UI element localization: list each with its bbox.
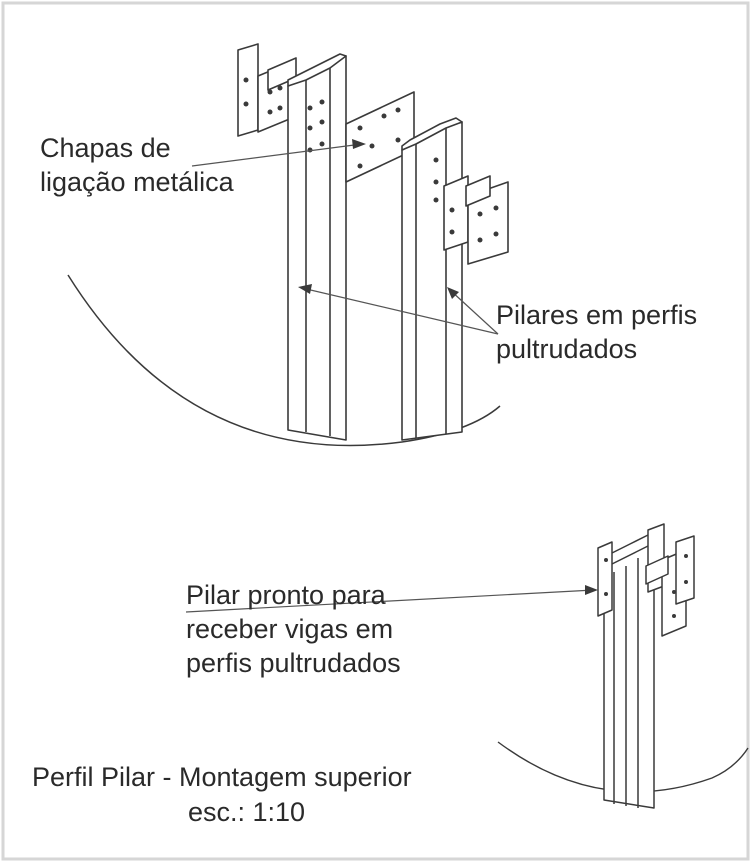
- label-line: Pilar pronto para: [186, 580, 386, 610]
- connection-plate-left: [237, 43, 297, 137]
- label-line: receber vigas em: [186, 614, 394, 644]
- detail-circle-1: [67, 274, 501, 447]
- leader-lines-2: [185, 585, 598, 613]
- column-profile-left: [287, 53, 347, 441]
- connection-plate-right: [443, 175, 509, 265]
- label-columns: Pilares em perfis pultrudados: [496, 298, 697, 366]
- detail-1: [67, 43, 509, 447]
- label-line: pultrudados: [496, 334, 638, 364]
- caption-scale: esc.: 1:10: [188, 797, 306, 827]
- column-profile-right: [401, 117, 463, 441]
- caption-title: Perfil Pilar - Montagem superior: [32, 762, 412, 792]
- label-line: ligação metálica: [40, 167, 234, 197]
- label-connection-plates: Chapas de ligação metálica: [40, 131, 234, 199]
- label-ready-column: Pilar pronto para receber vigas em perfi…: [186, 578, 401, 680]
- leader-lines-1: [191, 139, 499, 335]
- column-profile-small: [603, 533, 661, 809]
- label-line: Chapas de: [40, 133, 171, 163]
- detail-circle-2: [497, 741, 749, 793]
- small-plates: [597, 523, 695, 637]
- label-line: Pilares em perfis: [496, 300, 698, 330]
- detail-2: [185, 523, 749, 809]
- label-line: perfis pultrudados: [186, 648, 401, 678]
